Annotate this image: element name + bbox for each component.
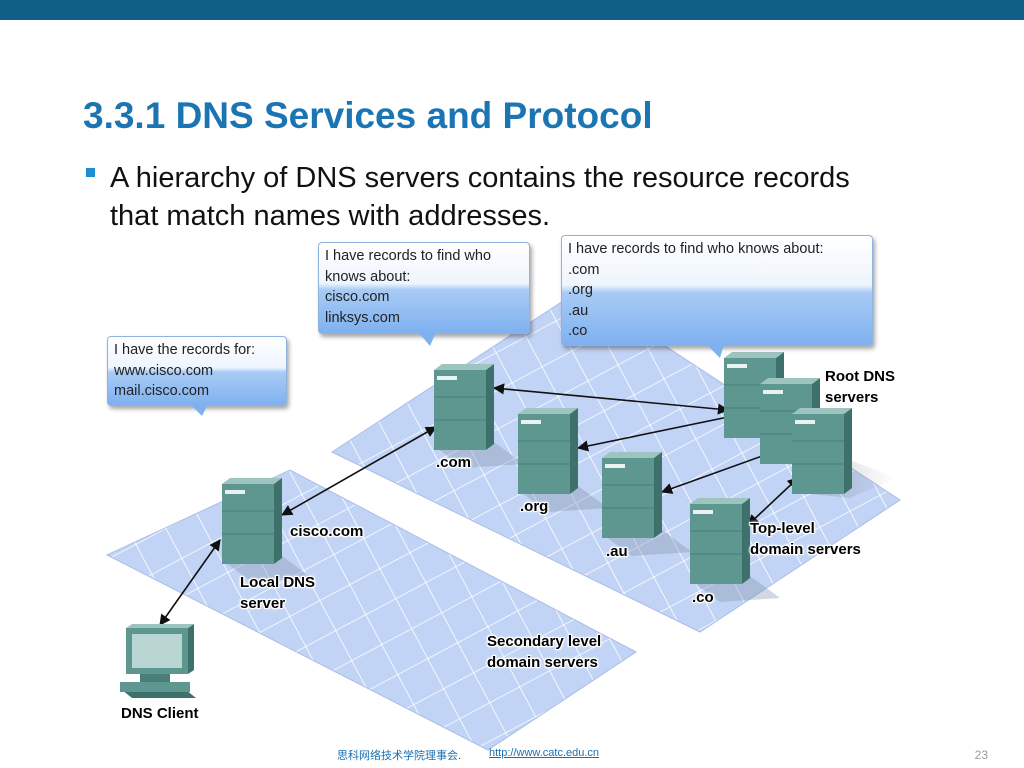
com-server-icon (433, 363, 495, 451)
callout-pointer (418, 332, 436, 346)
callout-line: knows about: (325, 268, 411, 285)
root-dns-label: Root DNS servers (825, 366, 895, 408)
secondary-level-label-line: Secondary level (487, 633, 602, 650)
link-client-local (159, 539, 221, 626)
callout-line: cisco.com (325, 289, 390, 305)
top-level-label: Top-level domain servers (750, 518, 861, 560)
root-dns-label-line: servers (825, 389, 879, 406)
au-server-label: .au (606, 543, 628, 560)
local-dns-label-line: server (240, 595, 286, 612)
bullet-text: A hierarchy of DNS servers contains the … (110, 162, 850, 232)
dns-client-label: DNS Client (121, 705, 199, 722)
footer-organization: 思科网络技术学院理事会. (337, 750, 462, 762)
callout-line: www.cisco.com (114, 362, 214, 379)
au-server-icon (601, 451, 663, 539)
callout-line: I have records to find who knows about: (568, 241, 824, 257)
top-banner (0, 0, 1024, 20)
local-dns-label: Local DNS server (240, 572, 315, 614)
local-dns-label-line: Local DNS (240, 574, 316, 591)
top-level-label-line: domain servers (750, 541, 861, 558)
footer-link[interactable]: http://www.catc.edu.cn (489, 747, 600, 759)
root-dns-label-line: Root DNS (825, 368, 895, 385)
bullet-icon (86, 168, 95, 177)
callout-pointer (190, 404, 208, 416)
local-records-callout: I have the records for: www.cisco.com ma… (107, 336, 287, 406)
co-server-icon (689, 497, 751, 585)
org-server-label: .org (520, 498, 549, 515)
link-com-root (492, 383, 730, 415)
callout-line: .com (568, 261, 600, 278)
link-local-com (281, 426, 437, 516)
local-dns-server-icon (221, 477, 283, 565)
callout-line: .au (568, 302, 589, 319)
top-level-label-line: Top-level (750, 520, 815, 537)
com-records-callout: I have records to find who knows about: … (318, 242, 530, 334)
secondary-level-label: Secondary level domain servers (487, 631, 601, 673)
slide-title: 3.3.1 DNS Services and Protocol (83, 95, 653, 136)
root-records-callout: I have records to find who knows about: … (561, 235, 873, 346)
co-server-label: .co (692, 589, 714, 606)
org-server-icon (517, 407, 579, 495)
page-number: 23 (974, 748, 988, 762)
secondary-level-label-line: domain servers (487, 654, 598, 671)
cisco-server-label: cisco.com (290, 523, 364, 540)
link-co-root (747, 477, 799, 526)
callout-line: I have the records for: (114, 342, 256, 358)
root-server-icon-3 (791, 407, 853, 495)
callout-pointer (706, 344, 724, 358)
dns-client-computer-icon (120, 624, 196, 698)
callout-line: mail.cisco.com (114, 383, 210, 399)
com-server-label: .com (436, 454, 472, 471)
callout-line: linksys.com (325, 309, 400, 326)
callout-line: .co (568, 323, 588, 339)
callout-line: I have records to find who (325, 248, 492, 264)
callout-line: .org (568, 282, 593, 298)
